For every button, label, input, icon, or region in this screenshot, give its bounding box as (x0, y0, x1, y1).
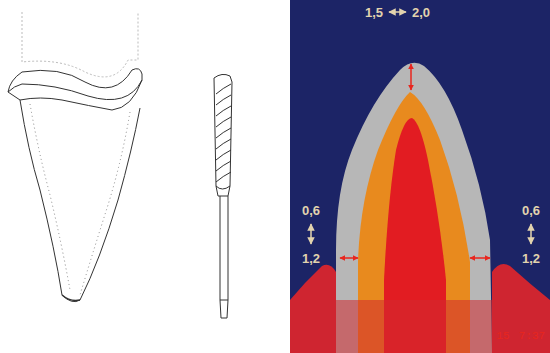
flute-line (216, 150, 231, 160)
range-value: 0,6 (522, 204, 540, 217)
axial-reduction-arrow (340, 257, 358, 259)
bur-flutes (216, 84, 231, 182)
flute-line (216, 84, 231, 94)
flute-line (216, 172, 231, 182)
range-value: 2,0 (412, 6, 430, 19)
shoulder-margin (8, 69, 142, 100)
shoulder-edge (8, 80, 142, 110)
gingiva-right (492, 264, 550, 353)
occlusal-reduction-arrow (410, 64, 412, 90)
date-stamp: 15 (496, 331, 509, 342)
incisal-edge (62, 295, 80, 300)
flute-line (216, 139, 231, 149)
flute-line (216, 95, 231, 105)
range-value: 1,2 (522, 252, 540, 265)
bur-shank (220, 196, 228, 318)
flute-line (216, 106, 231, 116)
shank-ring (220, 300, 228, 301)
range-arrow (310, 224, 312, 244)
range-arrow (530, 224, 532, 244)
section-panel (290, 0, 550, 353)
axial-reduction-arrow (470, 257, 490, 259)
tooth-body (20, 100, 140, 302)
time-stamp: 7:37 (519, 331, 545, 342)
bur-neck (216, 186, 230, 196)
flute-line (216, 161, 231, 171)
panel-ground (290, 0, 550, 353)
flute-line (216, 117, 231, 127)
prepared-crown (336, 63, 492, 353)
gingiva-left (290, 265, 336, 353)
stipple (80, 112, 130, 295)
root-stub (22, 12, 138, 77)
range-value: 1,2 (302, 252, 320, 265)
bur-head (214, 74, 232, 189)
prepared-tooth (8, 12, 142, 302)
range-value: 0,6 (302, 204, 320, 217)
range-value: 1,5 (365, 6, 383, 19)
root-zone (336, 300, 492, 353)
range-arrow (389, 11, 406, 13)
stipple (30, 104, 70, 290)
flute-line (216, 128, 231, 138)
bur (214, 74, 232, 318)
